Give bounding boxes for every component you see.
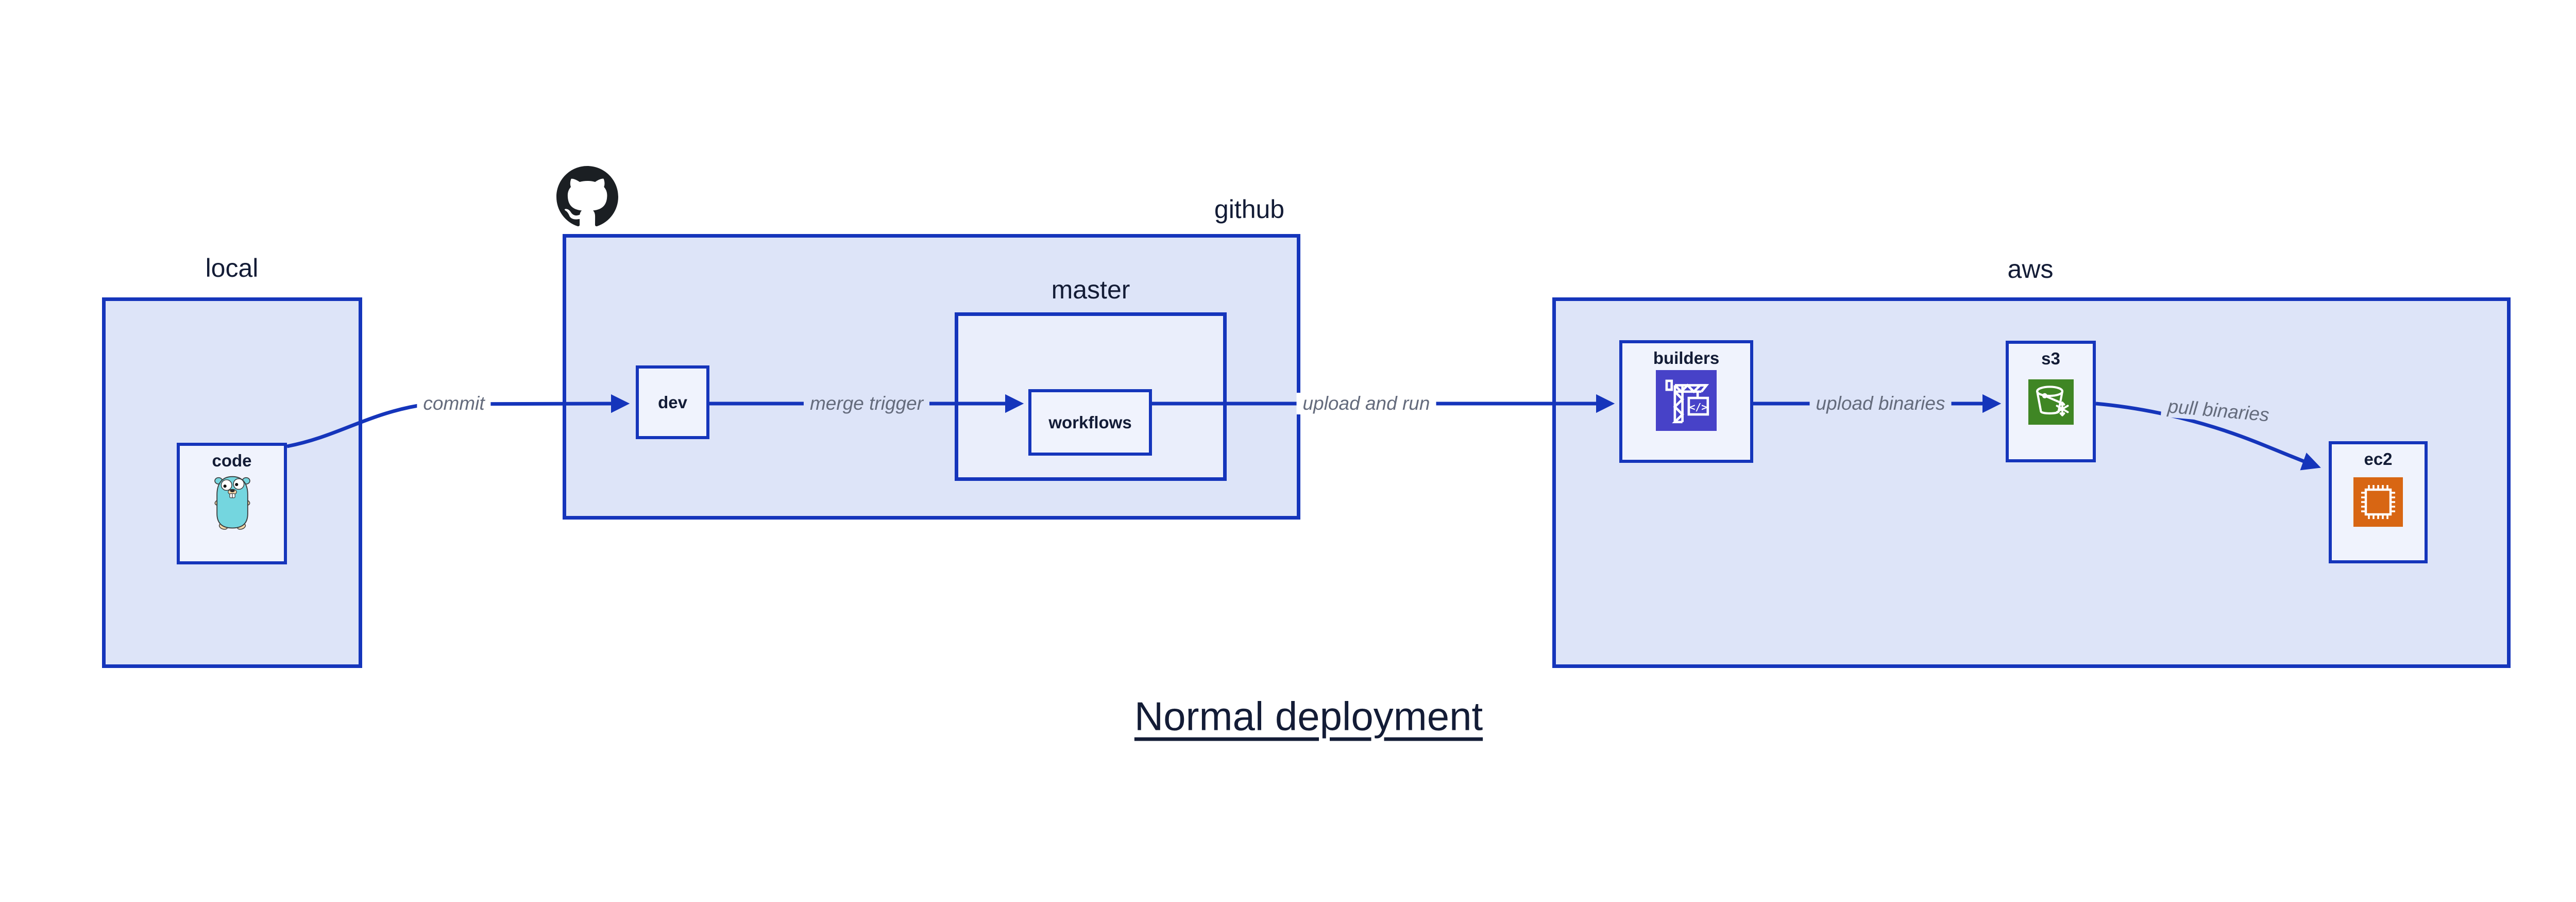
region-label-local: local bbox=[205, 254, 259, 282]
node-label-builders: builders bbox=[1653, 348, 1720, 368]
ec2-chip-icon bbox=[2353, 477, 2403, 527]
aws-codebuild-crane-icon: </> bbox=[1656, 370, 1717, 431]
region-label-github: github bbox=[1214, 195, 1285, 224]
region-label-aws: aws bbox=[2007, 255, 2054, 283]
s3-glacier-bucket-icon bbox=[2028, 379, 2074, 425]
node-s3: s3 bbox=[2006, 341, 2096, 462]
diagram-title: Normal deployment bbox=[1134, 693, 1483, 739]
edge-label-merge-trigger: merge trigger bbox=[803, 393, 930, 414]
node-label-workflows: workflows bbox=[1048, 412, 1132, 432]
edge-label-upload-binaries: upload binaries bbox=[1809, 393, 1952, 414]
edge-label-upload-and-run: upload and run bbox=[1296, 393, 1436, 414]
codebuild-code-glyph: </> bbox=[1689, 402, 1708, 413]
node-label-ec2: ec2 bbox=[2364, 449, 2393, 469]
node-workflows: workflows bbox=[1028, 389, 1152, 456]
github-octocat-icon bbox=[556, 166, 618, 228]
node-label-s3: s3 bbox=[2041, 349, 2060, 368]
node-dev: dev bbox=[636, 365, 709, 439]
edge-label-commit: commit bbox=[417, 393, 491, 414]
region-label-master: master bbox=[1051, 275, 1130, 304]
go-gopher-icon bbox=[214, 473, 251, 530]
node-label-dev: dev bbox=[658, 392, 687, 412]
node-label-code: code bbox=[212, 451, 252, 470]
